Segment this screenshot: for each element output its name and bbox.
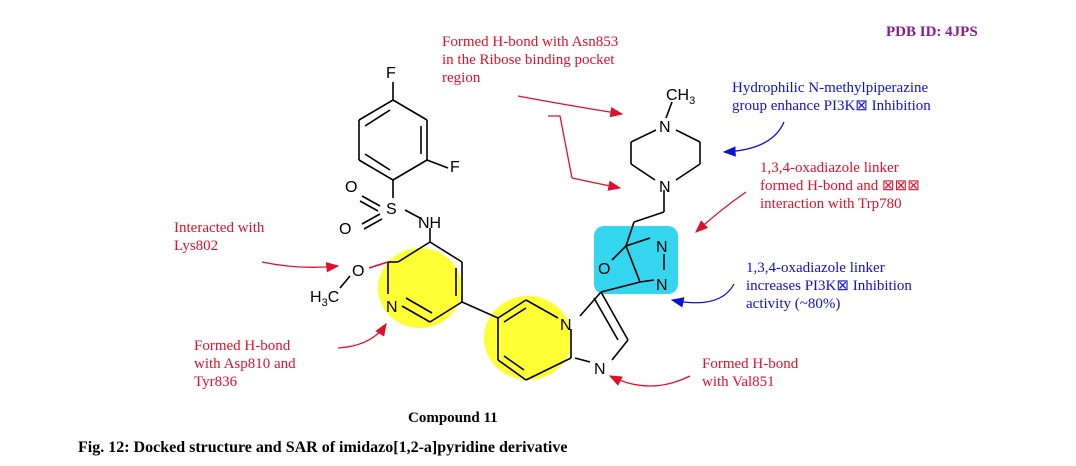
annotation-oxadiazole-activity-line-1: 1,3,4-oxadiazole linker: [746, 260, 885, 276]
atom-n-pyridine: N: [386, 299, 398, 316]
arrow-lys802: [261, 261, 340, 273]
imidazopyridine-core: [497, 291, 629, 381]
annotation-piperazine-line-1: Hydrophilic N-methylpiperazine: [732, 80, 929, 96]
annotation-lys802-line-1: Interacted with: [174, 220, 265, 236]
annotation-asp810-line-1: Formed H-bond: [194, 338, 291, 354]
oxadiazole-highlight: [594, 226, 678, 294]
annotation-val851-line-2: with Val851: [702, 374, 775, 390]
figure-caption: Fig. 12: Docked structure and SAR of imi…: [78, 439, 567, 456]
annotation-oxadiazole-activity-line-3: activity (~80%): [746, 296, 840, 312]
pyridine-highlight: [378, 248, 462, 328]
arrow-asn853-stem: [548, 115, 573, 179]
atom-o-oxadiazole: O: [598, 261, 610, 278]
annotation-arrows: [261, 95, 785, 387]
arrow-trp780: [695, 191, 747, 233]
atom-h3c: H3C: [310, 289, 339, 309]
arrow-asp810: [337, 322, 387, 349]
atom-n-piperazine-bottom: N: [659, 179, 671, 196]
annotation-lys802: Interacted with Lys802: [174, 220, 265, 254]
arrow-oxadiazole-activity: [670, 283, 735, 308]
annotation-oxadiazole-activity-line-2: increases PI3K⊠ Inhibition: [746, 278, 912, 294]
annotation-asp810-line-3: Tyr836: [194, 374, 238, 390]
difluorophenyl-ring: [358, 82, 449, 198]
annotation-trp780-line-3: interaction with Trp780: [760, 196, 902, 212]
methoxypyridine-ring: [339, 241, 499, 323]
atom-n-oxadiazole-1: N: [656, 239, 668, 256]
piperazine-ring: [630, 101, 701, 181]
atom-n-imidazole: N: [594, 361, 606, 378]
atom-n-oxadiazole-2: N: [656, 277, 668, 294]
annotation-trp780: 1,3,4-oxadiazole linker formed H-bond an…: [760, 160, 920, 212]
sulfonamide-group: [359, 195, 431, 242]
atom-o-sulfonyl-top: O: [345, 179, 357, 196]
arrow-asn853-to-piperazine-top: [517, 95, 624, 118]
pdb-id: PDB ID: 4JPS: [886, 24, 978, 40]
atom-n-bridgehead: N: [560, 317, 572, 334]
annotation-piperazine-line-2: group enhance PI3K⊠ Inhibition: [732, 98, 931, 114]
annotation-trp780-line-1: 1,3,4-oxadiazole linker: [760, 160, 899, 176]
annotation-asn853-line-2: in the Ribose binding pocket: [442, 52, 615, 68]
annotation-val851: Formed H-bond with Val851: [702, 356, 799, 390]
atom-n-piperazine-top: N: [659, 119, 671, 136]
arrow-piperazine-group: [722, 121, 785, 157]
atom-o-methoxy: O: [352, 263, 364, 280]
atom-nh: NH: [418, 215, 441, 232]
atom-f-ortho: F: [450, 159, 460, 176]
arrow-asn853-to-piperazine-bottom: [571, 177, 622, 191]
annotation-val851-line-1: Formed H-bond: [702, 356, 799, 372]
annotation-oxadiazole-activity: 1,3,4-oxadiazole linker increases PI3K⊠ …: [746, 260, 912, 312]
annotation-piperazine: Hydrophilic N-methylpiperazine group enh…: [732, 80, 931, 114]
atom-f-top: F: [386, 65, 396, 82]
annotation-asp810-line-2: with Asp810 and: [194, 356, 296, 372]
imidazopyridine-highlight: [484, 296, 572, 380]
oxadiazole-ring: [600, 190, 665, 293]
arrow-val851: [608, 375, 691, 387]
annotation-asn853-line-3: region: [442, 70, 481, 86]
compound-label: Compound 11: [408, 410, 498, 426]
annotation-trp780-line-2: formed H-bond and ⊠⊠⊠: [760, 178, 920, 194]
atom-ch3: CH3: [666, 87, 695, 107]
annotation-asn853-line-1: Formed H-bond with Asn853: [442, 34, 618, 50]
atom-o-sulfonyl-bottom: O: [339, 221, 351, 238]
annotation-lys802-line-2: Lys802: [174, 238, 218, 254]
annotation-asp810: Formed H-bond with Asp810 and Tyr836: [194, 338, 296, 390]
atom-s: S: [386, 201, 397, 218]
annotation-asn853: Formed H-bond with Asn853 in the Ribose …: [442, 34, 618, 86]
